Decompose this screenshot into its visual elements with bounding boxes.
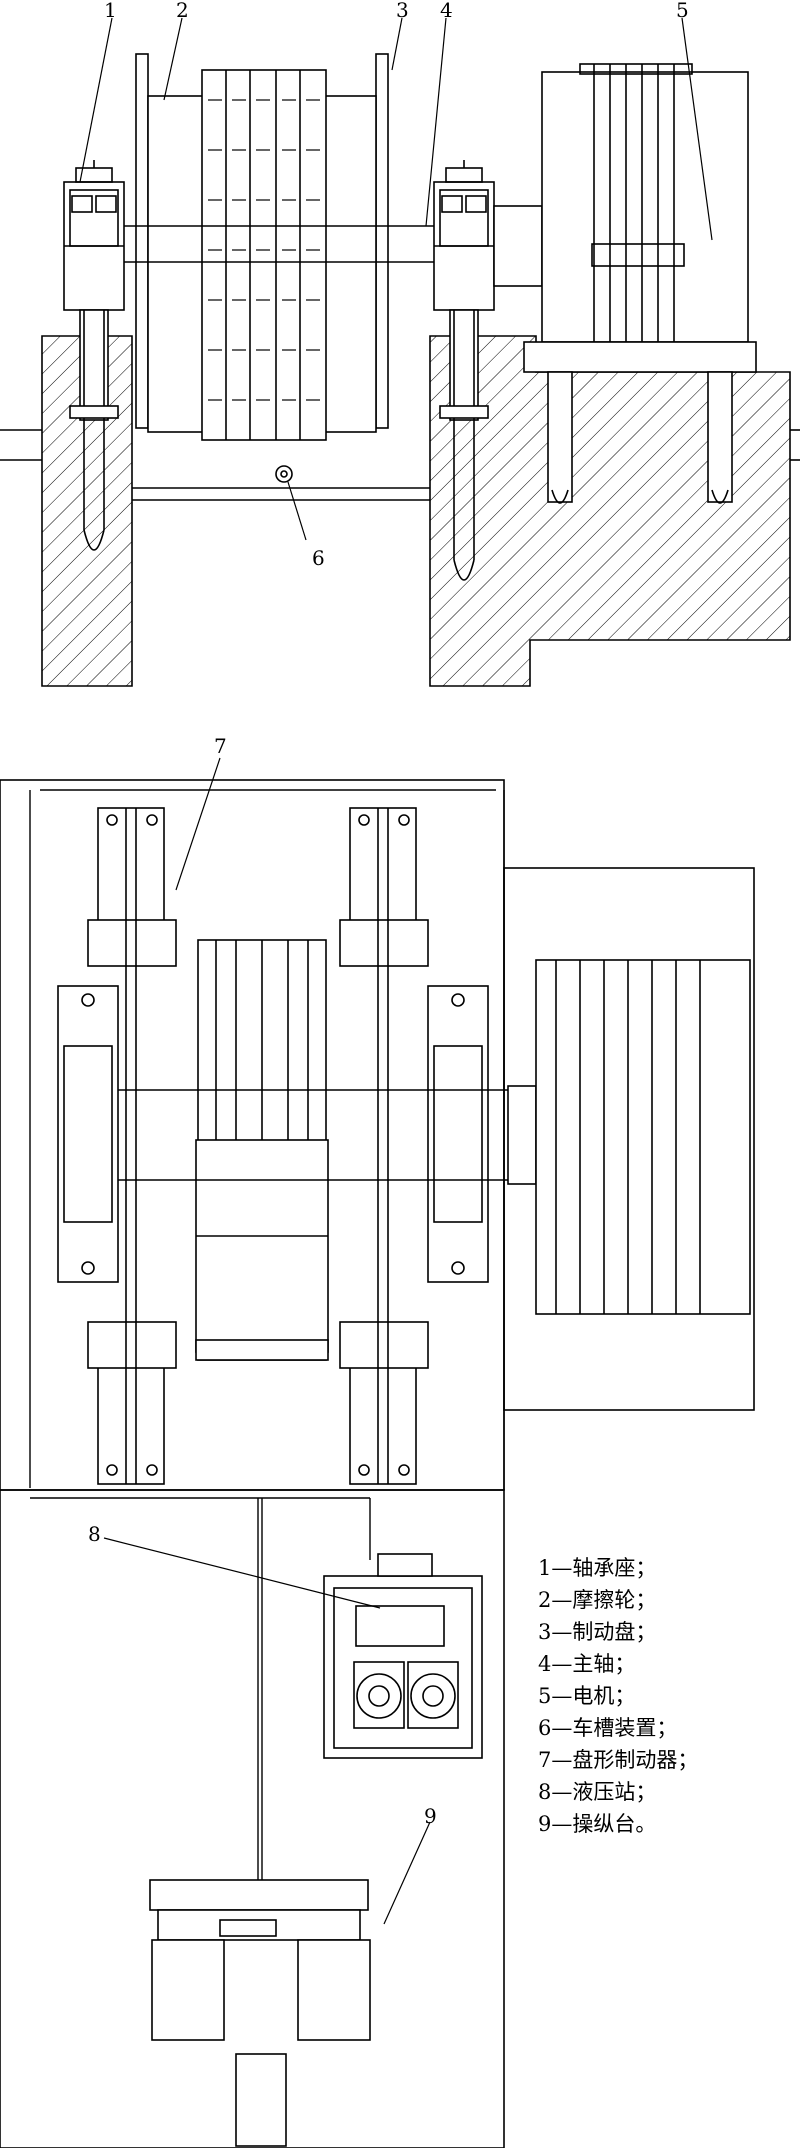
friction-wheel [135, 53, 389, 441]
legend-item-2: 2—摩擦轮； [538, 1588, 657, 1612]
legend-item-4: 4—主轴； [538, 1652, 636, 1676]
callout-9: 9 [424, 1804, 437, 1828]
bearing-seat-left [63, 160, 125, 551]
disc-brake-1 [87, 807, 177, 967]
foundation-left [0, 335, 133, 687]
callout-6: 6 [312, 546, 325, 570]
callout-8: 8 [88, 1522, 101, 1546]
motor-plan [507, 959, 751, 1315]
callout-3: 3 [396, 0, 409, 22]
callout-5: 5 [676, 0, 689, 22]
legend-item-5: 5—电机； [538, 1684, 636, 1708]
legend-item-9: 9—操纵台。 [538, 1812, 657, 1836]
legend-item-8: 8—液压站； [538, 1780, 657, 1804]
disc-brake-2 [339, 807, 429, 967]
motor-front [523, 63, 757, 504]
foundation-right [429, 335, 800, 687]
callout-1: 1 [104, 0, 117, 22]
legend-item-6: 6—车槽装置； [538, 1716, 678, 1740]
disc-brake-4 [339, 1321, 429, 1485]
plan-view [0, 779, 755, 2148]
bearing-seat-plan-left [57, 985, 119, 1283]
leader-lines [79, 17, 713, 1925]
legend-item-1: 1—轴承座； [538, 1556, 657, 1580]
legend-item-7: 7—盘形制动器； [538, 1748, 699, 1772]
control-desk [149, 1879, 371, 2147]
callout-4: 4 [440, 0, 453, 22]
legend: 1—轴承座； 2—摩擦轮； 3—制动盘； 4—主轴； 5—电机； 6—车槽装置；… [538, 1552, 698, 1840]
disc-brake-3 [87, 1321, 177, 1485]
bearing-seat-plan-right [427, 985, 489, 1283]
callout-7: 7 [214, 734, 227, 758]
legend-item-3: 3—制动盘； [538, 1620, 657, 1644]
groove-device [275, 465, 293, 483]
friction-wheel-plan [195, 939, 329, 1361]
callout-2: 2 [176, 0, 189, 22]
front-elevation [0, 53, 800, 687]
hydraulic-station [323, 1553, 483, 1759]
bearing-seat-right [433, 160, 495, 581]
